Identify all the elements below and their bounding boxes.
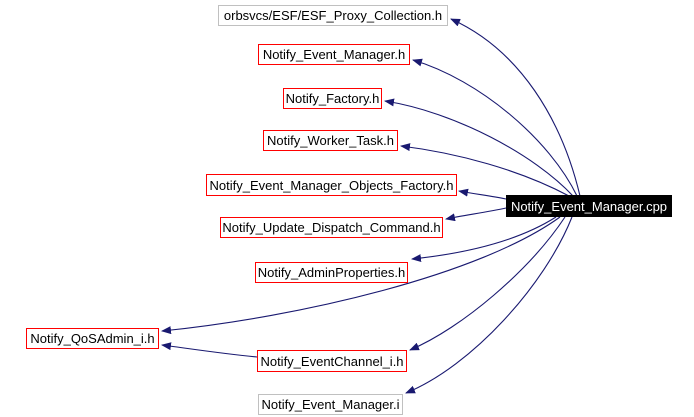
graph-node-notify-worker-task-h[interactable]: Notify_Worker_Task.h [263,130,398,151]
edge-main-to-notify-event-manager-h [412,58,578,197]
graph-node-notify-eventchannel-i-h[interactable]: Notify_EventChannel_i.h [257,350,407,372]
graph-node-esf-proxy-collection[interactable]: orbsvcs/ESF/ESF_Proxy_Collection.h [218,5,448,26]
graph-node-main-notify-event-manager-cpp[interactable]: Notify_Event_Manager.cpp [506,195,672,217]
graph-node-notify-event-manager-objects-factory-h[interactable]: Notify_Event_Manager_Objects_Factory.h [206,174,457,196]
edge-eventchannel-to-qosadmin [161,342,258,358]
edge-main-to-event-manager-i [405,216,573,394]
edge-main-to-esf-proxy-collection [450,18,581,197]
edge-main-to-update-dispatch-h [445,207,507,222]
graph-node-notify-qosadmin-i-h[interactable]: Notify_QoSAdmin_i.h [26,328,159,349]
edge-main-to-qosadmin-i-h [161,216,561,335]
graph-node-notify-factory-h[interactable]: Notify_Factory.h [283,88,382,109]
edge-main-to-eventchannel-i-h [409,216,566,351]
edge-main-to-notify-factory-h [384,98,574,197]
edge-main-to-objects-factory-h [458,188,507,200]
edge-main-to-notify-worker-task-h [400,143,570,197]
graph-node-notify-adminproperties-h[interactable]: Notify_AdminProperties.h [255,262,408,283]
graph-node-notify-event-manager-i[interactable]: Notify_Event_Manager.i [258,394,403,415]
graph-node-notify-event-manager-h[interactable]: Notify_Event_Manager.h [258,44,410,65]
edge-main-to-adminproperties-h [411,216,557,263]
graph-node-notify-update-dispatch-command-h[interactable]: Notify_Update_Dispatch_Command.h [220,217,443,238]
